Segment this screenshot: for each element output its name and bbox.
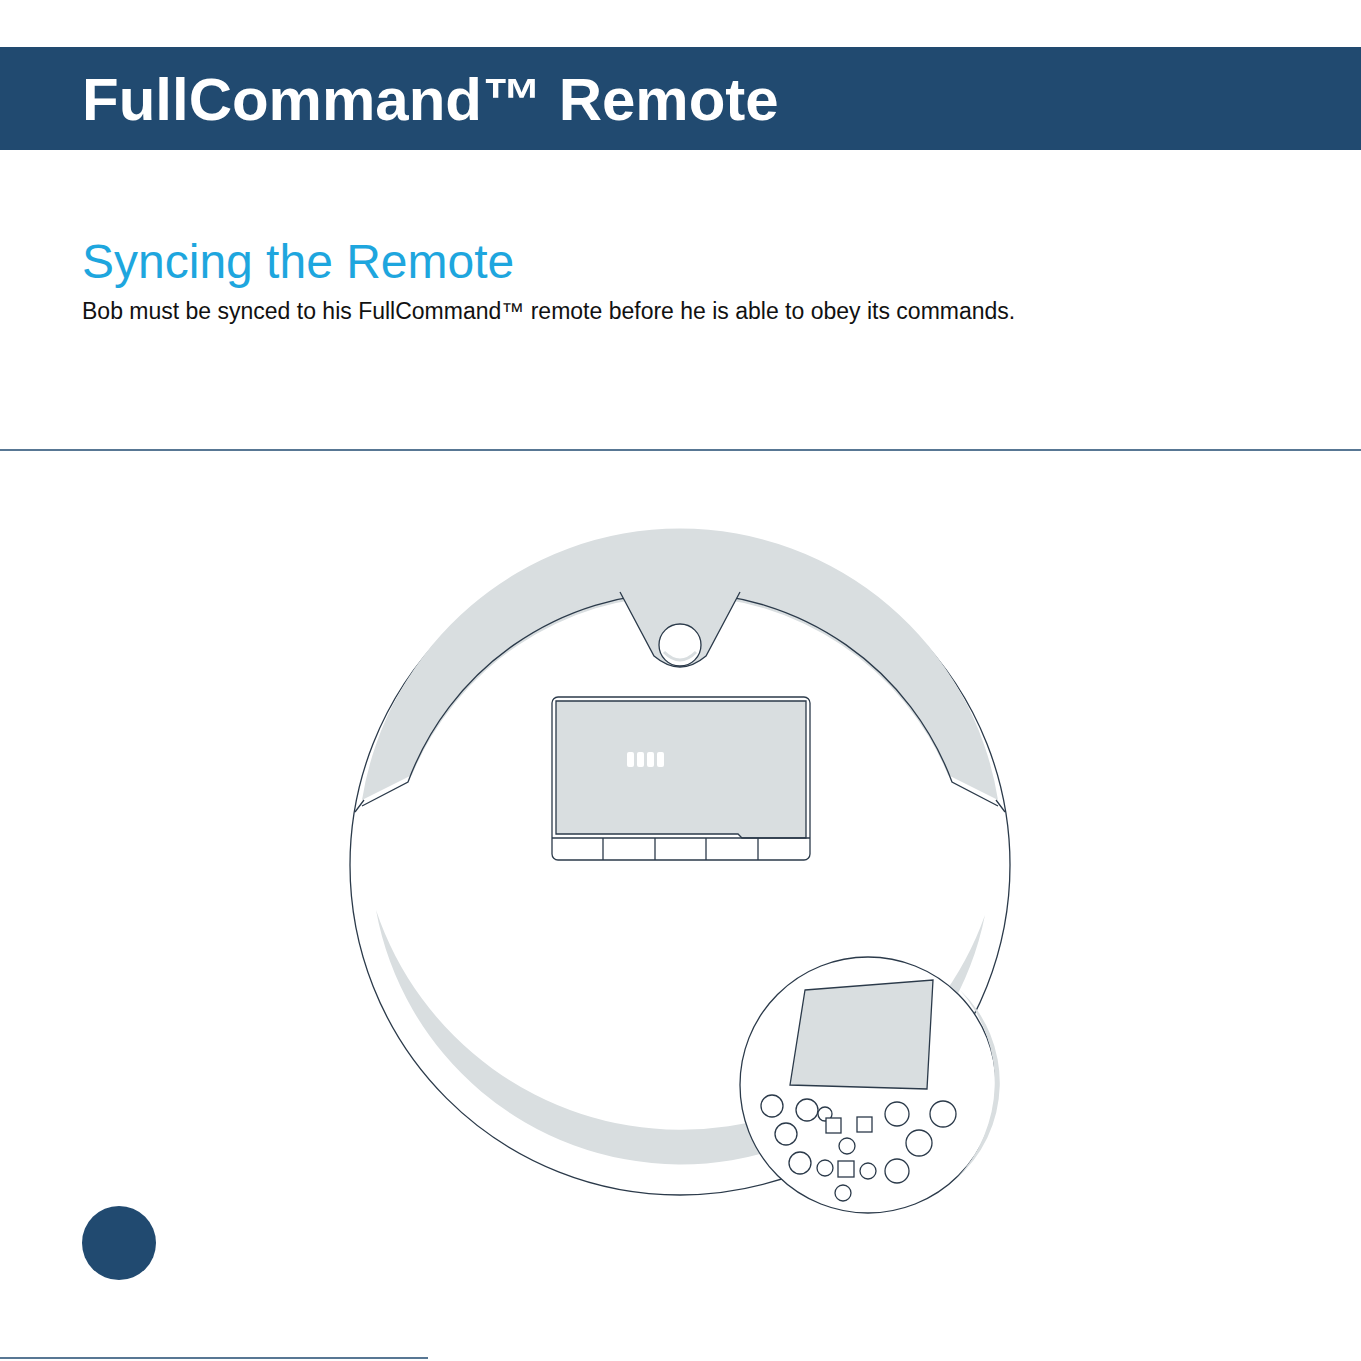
remote-inset xyxy=(740,957,1000,1213)
page-bubble xyxy=(82,1206,156,1280)
divider-line xyxy=(0,449,1361,451)
page-title: FullCommand™ Remote xyxy=(82,70,779,130)
body-text: Bob must be synced to his FullCommand™ r… xyxy=(82,300,1015,323)
header-band xyxy=(0,47,1361,150)
section-heading: Syncing the Remote xyxy=(82,238,514,286)
footer-line xyxy=(0,1357,428,1359)
